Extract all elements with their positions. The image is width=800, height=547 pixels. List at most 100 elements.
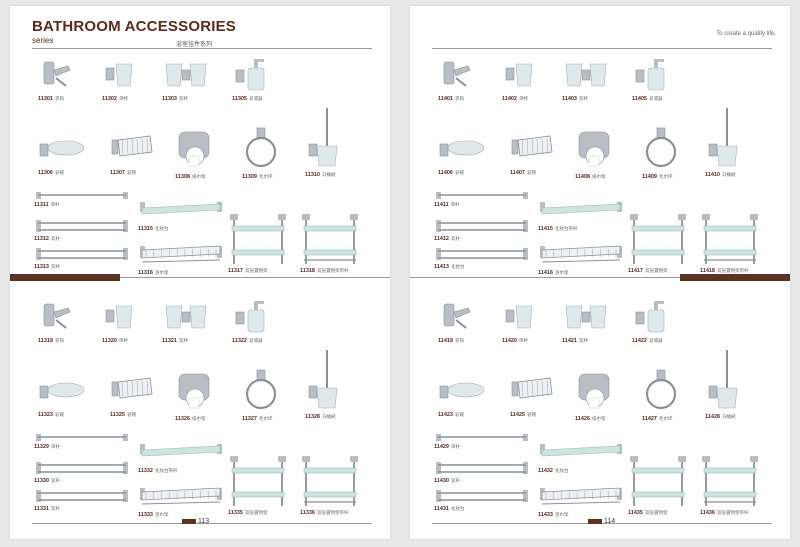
product-name: 浴巾架: [555, 512, 569, 517]
product-code: 11416: [538, 270, 553, 276]
product-name: 皂网: [527, 412, 536, 417]
product-name: 毛巾环: [659, 416, 673, 421]
product-name: 单杯: [119, 338, 128, 343]
product-cup-icon: [502, 298, 542, 336]
product-code: 11422: [632, 338, 647, 344]
product-shelf2b-icon: [300, 454, 360, 508]
product-dish-icon: [438, 126, 486, 166]
product-name: 单杯: [519, 96, 528, 101]
product-brush-icon: [705, 348, 741, 412]
product-code: 11411: [434, 202, 449, 208]
footer-rule: [432, 523, 772, 524]
product-code: 11306: [38, 170, 53, 176]
product-code: 11407: [510, 170, 525, 176]
product-code: 11336: [300, 510, 315, 516]
product-bar3-icon: [434, 244, 530, 264]
product-name: 皂网: [127, 412, 136, 417]
product-name: 双杆: [451, 236, 460, 241]
product-name: 纸巾架: [592, 174, 606, 179]
product-bar2-icon: [434, 458, 530, 478]
product-ring-icon: [242, 126, 282, 170]
page-number-bar: [182, 518, 196, 524]
product-code: 11420: [502, 338, 517, 344]
product-code: 11305: [232, 96, 247, 102]
product-code: 11410: [705, 172, 720, 178]
product-cup2-icon: [162, 298, 210, 336]
product-dispenser-icon: [632, 56, 672, 94]
product-name: 双层置物架: [645, 510, 668, 515]
product-name: 浴巾架: [555, 270, 569, 275]
product-cup-icon: [502, 56, 542, 94]
product-code: 11406: [438, 170, 453, 176]
product-shelf2b-icon: [300, 212, 360, 266]
product-code: 11303: [162, 96, 177, 102]
section-divider: [680, 274, 790, 281]
product-name: 皂液器: [249, 96, 263, 101]
product-code: 11426: [575, 416, 590, 422]
product-brush-icon: [705, 106, 741, 170]
product-brush-icon: [305, 348, 341, 412]
product-name: 衣钩: [55, 96, 64, 101]
header-rule: [32, 48, 372, 49]
product-code: 11418: [700, 268, 715, 274]
product-name: 双杆: [51, 478, 60, 483]
product-name: 马桶刷: [722, 172, 736, 177]
section-rule: [120, 277, 390, 278]
product-name: 单杆: [451, 444, 460, 449]
product-name: 化妆台: [555, 468, 569, 473]
product-paper-icon: [575, 126, 615, 170]
product-shelf2-icon: [628, 454, 688, 508]
product-code: 11402: [502, 96, 517, 102]
product-name: 双层置物架: [645, 268, 668, 273]
product-code: 11419: [438, 338, 453, 344]
product-bar1-icon: [434, 430, 530, 444]
product-shelf2-icon: [628, 212, 688, 266]
product-code: 11311: [34, 202, 49, 208]
product-code: 11329: [34, 444, 49, 450]
product-rack-icon: [538, 238, 624, 268]
product-name: 单杆: [51, 444, 60, 449]
product-name: 皂碟: [455, 170, 464, 175]
product-name: 皂液器: [649, 338, 663, 343]
product-ring-icon: [242, 368, 282, 412]
